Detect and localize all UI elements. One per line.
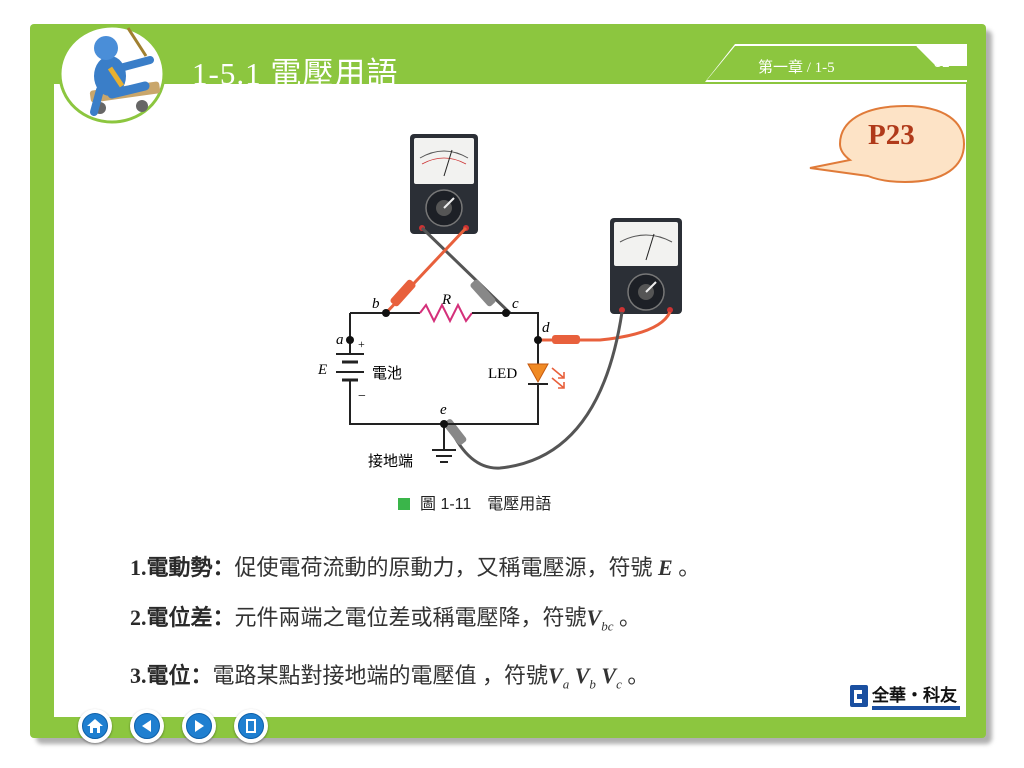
- definition-subscript: c: [616, 676, 622, 692]
- chevron-right-icon: [186, 713, 212, 739]
- ground-label: 接地端: [368, 453, 413, 470]
- definition-colon: ：: [212, 605, 235, 630]
- definition-subscript: bc: [601, 618, 614, 634]
- definition-symbol: V: [548, 663, 563, 689]
- page-number: 31: [934, 54, 950, 70]
- battery-label: 電池: [372, 365, 402, 382]
- next-button[interactable]: [182, 709, 216, 743]
- definition-subscript: b: [589, 676, 596, 692]
- minus-sign: −: [358, 389, 366, 404]
- definition-term: 電位差: [146, 605, 213, 630]
- definition-item: 3.電位：電路某點對接地端的電壓值 ，符號Va Vb Vc 。: [130, 651, 950, 709]
- definition-symbol: V: [601, 663, 617, 689]
- definition-text: 電路某點對接地端的電壓值 ，符號: [212, 663, 549, 689]
- node-label-d: d: [542, 320, 550, 336]
- node-label-a: a: [336, 332, 344, 348]
- home-button[interactable]: [78, 709, 112, 743]
- definition-symbol: V: [586, 605, 602, 630]
- page-reference-callout: [809, 104, 966, 184]
- led-label: LED: [488, 366, 517, 382]
- chapter-tab: [705, 44, 967, 82]
- definition-number: 2.: [130, 605, 147, 630]
- door-icon: [238, 713, 264, 739]
- node-label-b: b: [372, 296, 380, 312]
- definition-subscript: a: [562, 676, 570, 692]
- page-reference-label: P23: [868, 119, 915, 151]
- definition-number: 3.: [130, 663, 147, 689]
- circuit-diagram: b c a d e R + − E 電池 LED 接地端: [317, 134, 682, 470]
- definition-list: 1.電動勢：促使電荷流動的原動力，又稱電壓源，符號 E 。 2.電位差：元件兩端…: [130, 543, 950, 710]
- definition-end: 。: [621, 663, 650, 689]
- publisher-logo: 全華‧科友: [850, 685, 960, 710]
- definition-text: 促使電荷流動的原動力，又稱電壓源，符號: [234, 555, 653, 580]
- node-label-c: c: [512, 296, 519, 312]
- multimeter-left: [410, 134, 478, 234]
- definition-text: 元件兩端之電位差或稱電壓降，符號: [234, 605, 587, 630]
- definition-item: 1.電動勢：促使電荷流動的原動力，又稱電壓源，符號 E 。: [130, 543, 950, 593]
- figure-caption: 圖 1-11 電壓用語: [398, 490, 551, 514]
- exit-button[interactable]: [234, 709, 268, 743]
- caption-text: 圖 1-11 電壓用語: [420, 496, 552, 513]
- definition-term: 電動勢: [146, 555, 213, 580]
- content-area: [54, 84, 966, 717]
- chapter-label: 第一章 / 1-5: [758, 60, 835, 76]
- caption-marker: [398, 498, 410, 510]
- node-label-e: e: [440, 402, 447, 418]
- source-label: E: [317, 362, 327, 378]
- mascot-illustration: [58, 24, 166, 124]
- slide-title: 1-5.1 電壓用語: [192, 56, 399, 91]
- resistor-label: R: [441, 292, 451, 308]
- chevron-left-icon: [134, 713, 160, 739]
- definition-symbol: E: [658, 555, 673, 580]
- definition-colon: ：: [212, 555, 235, 580]
- definition-item: 2.電位差：元件兩端之電位差或稱電壓降，符號Vbc 。: [130, 593, 950, 651]
- definition-colon: ：: [190, 663, 213, 689]
- definition-symbol: V: [574, 663, 590, 689]
- definition-end: 。: [672, 555, 701, 580]
- definition-number: 1.: [130, 555, 147, 580]
- publisher-logo-text: 全華‧科友: [871, 685, 957, 705]
- plus-sign: +: [358, 337, 365, 351]
- definition-end: 。: [613, 605, 642, 630]
- multimeter-right: [610, 218, 682, 314]
- previous-button[interactable]: [130, 709, 164, 743]
- definition-term: 電位: [146, 663, 191, 689]
- home-icon: [82, 713, 108, 739]
